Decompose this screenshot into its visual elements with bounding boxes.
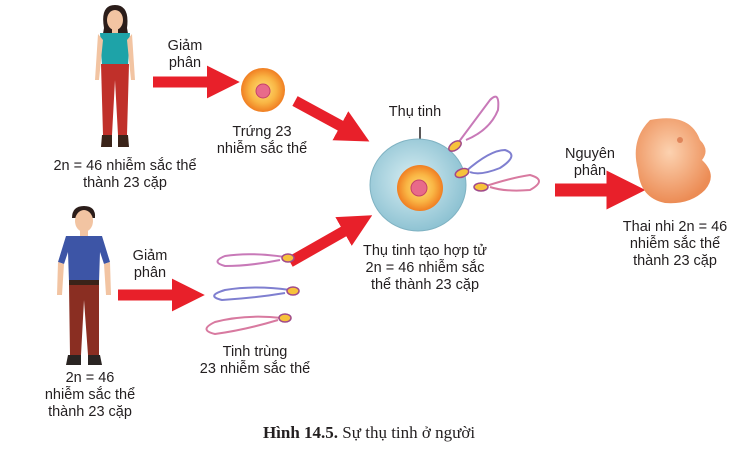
mitosis-label: Nguyên phân (565, 146, 615, 179)
egg-label: Trứng 23 nhiễm sắc thể (216, 124, 308, 157)
arrow-egg-to-zygote (292, 96, 370, 142)
man-figure (57, 206, 111, 365)
fertilization-label: Thụ tinh (388, 104, 442, 120)
sperm-group-fertilizing (448, 95, 540, 192)
female-meiosis-label: Giảm phân (167, 38, 203, 71)
male-meiosis-label: Giảm phân (132, 248, 168, 281)
woman-figure (95, 5, 135, 147)
egg-cell (241, 68, 285, 112)
zygote-cell (369, 138, 467, 232)
arrow-sperm-to-zygote (287, 215, 373, 267)
embryo (635, 118, 711, 204)
female-chromosome-label: 2n = 46 nhiễm sắc thể thành 23 cặp (53, 158, 197, 191)
figure-caption: Hình 14.5. Sự thụ tinh ở người (0, 423, 738, 443)
caption-number: Hình 14.5. (262, 423, 339, 442)
male-chromosome-label: 2n = 46 nhiễm sắc thể thành 23 cặp (44, 370, 136, 420)
caption-title: Sự thụ tinh ở người (342, 423, 476, 442)
sperm-group (205, 253, 300, 336)
fetus-label: Thai nhi 2n = 46 nhiễm sắc thể thành 23 … (622, 219, 728, 269)
zygote-label: Thụ tinh tạo hợp tử 2n = 46 nhiễm sắc th… (362, 243, 487, 293)
sperm-label: Tinh trùng 23 nhiễm sắc thể (199, 344, 311, 377)
